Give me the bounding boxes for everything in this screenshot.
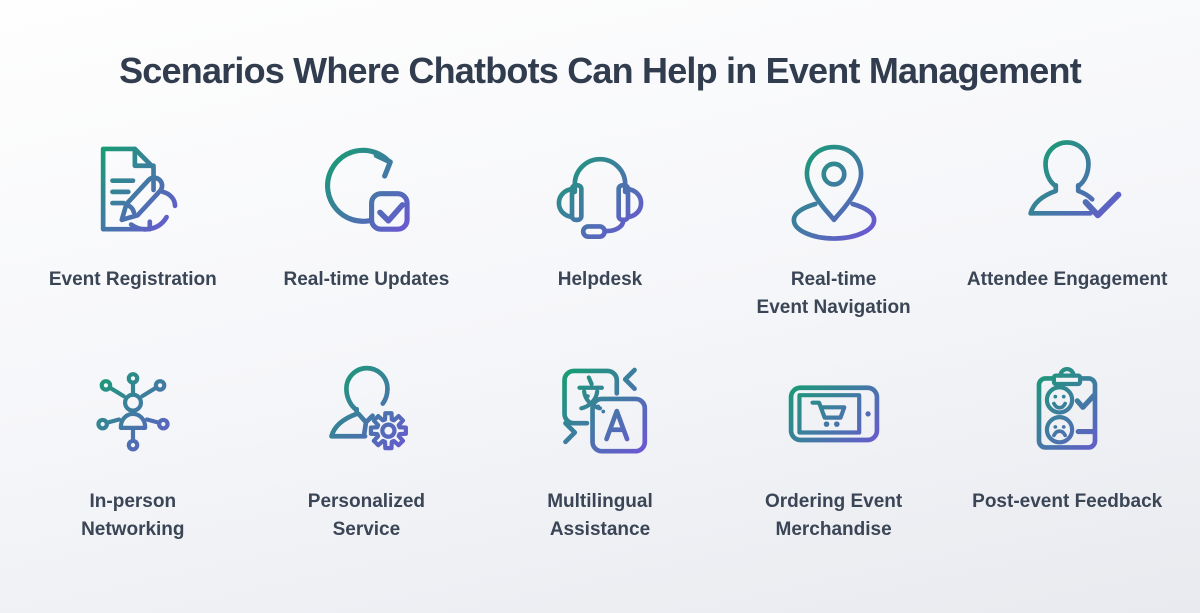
scenario-label: Helpdesk (557, 269, 643, 290)
document-signature-icon (100, 146, 178, 232)
scenario-label: Event Registration (48, 269, 217, 290)
scenario-real-time-event-navigation: Real-time Event Navigation (717, 134, 951, 322)
scenario-label: Real-time Updates (283, 269, 450, 290)
feedback-clipboard-icon (1036, 366, 1098, 450)
scenario-label: In-person Networking (81, 491, 185, 540)
scenario-event-registration: Event Registration (16, 134, 250, 322)
scenario-label: Personalized Service (307, 491, 425, 540)
scenario-label: Attendee Engagement (966, 269, 1168, 290)
scenario-attendee-engagement: Attendee Engagement (950, 134, 1184, 322)
scenario-ordering-event-merchandise: Ordering Event Merchandise (717, 356, 951, 544)
scenario-label: Real-time Event Navigation (756, 269, 911, 318)
scenario-personalized-service: Personalized Service (250, 356, 484, 544)
refresh-check-icon (325, 147, 411, 232)
tablet-cart-icon (788, 385, 879, 443)
scenario-label: Post-event Feedback (972, 491, 1163, 512)
scenario-helpdesk: Helpdesk (483, 134, 717, 322)
scenario-in-person-networking: In-person Networking (16, 356, 250, 544)
scenario-label: Multilingual Assistance (547, 491, 653, 540)
scenario-label: Ordering Event Merchandise (764, 491, 903, 540)
scenario-grid: Event Registration Real-time Updates (0, 134, 1200, 544)
scenario-multilingual-assistance: Multilingual Assistance (483, 356, 717, 544)
network-person-icon (96, 372, 170, 452)
page-title: Scenarios Where Chatbots Can Help in Eve… (119, 50, 1082, 91)
scenario-real-time-updates: Real-time Updates (250, 134, 484, 322)
person-gear-icon (329, 365, 409, 451)
translation-icon (562, 367, 648, 454)
location-pin-icon (791, 144, 877, 241)
headset-icon (556, 156, 644, 239)
scenario-post-event-feedback: Post-event Feedback (950, 356, 1184, 544)
person-check-icon (1028, 140, 1122, 219)
